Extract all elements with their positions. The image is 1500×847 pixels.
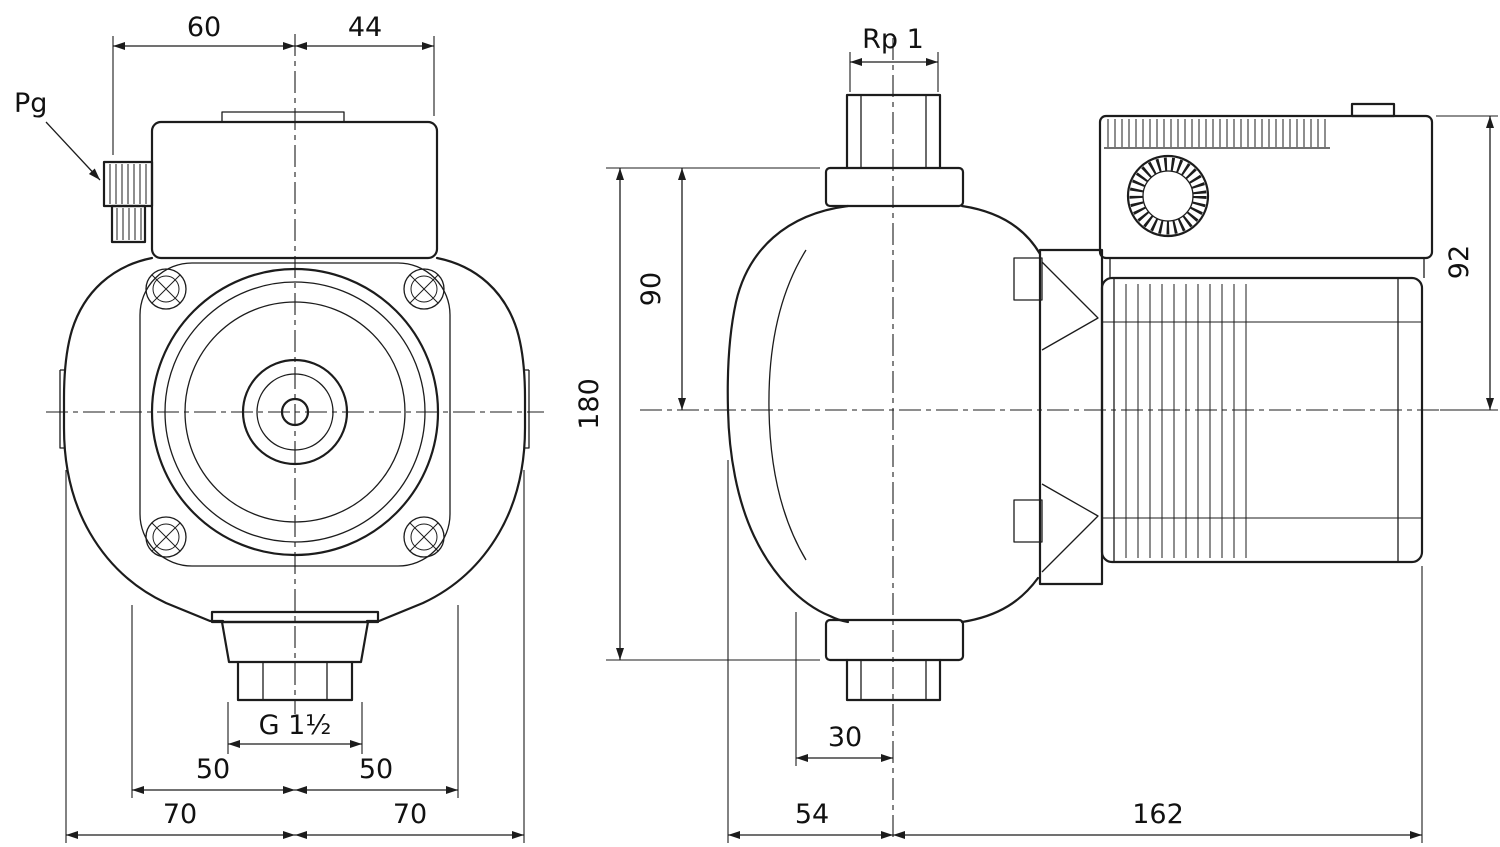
flange-bolt-bottom	[1013, 499, 1043, 543]
shaft-hub	[280, 397, 310, 427]
speed-knob-outer	[1126, 154, 1210, 238]
screw-top-left	[145, 268, 187, 310]
dim-44: 44	[295, 12, 435, 116]
dim-50-right: 50	[295, 605, 459, 798]
terminal-box-side	[1098, 102, 1434, 260]
terminal-box-lid-tab	[221, 111, 345, 123]
dim-70-left: 70	[65, 470, 295, 843]
dim-label-44: 44	[348, 12, 382, 43]
dim-rp1: Rp 1	[849, 24, 939, 92]
face-circle-4	[241, 358, 349, 466]
face-circle-2	[164, 281, 426, 543]
cable-gland	[102, 160, 154, 244]
screw-bottom-left	[145, 516, 187, 558]
dim-label-162: 162	[1132, 799, 1184, 830]
bottom-port-front	[210, 610, 380, 702]
dim-180: 180	[574, 168, 820, 661]
top-pipe	[845, 93, 942, 170]
dim-54: 54	[727, 460, 893, 843]
vent-ribs	[1107, 119, 1326, 147]
dim-label-90: 90	[636, 272, 667, 306]
body-outline-right	[365, 256, 527, 623]
casting-contour	[139, 262, 451, 567]
volute-inner-contour	[768, 249, 807, 561]
dim-label-70-left: 70	[163, 799, 197, 830]
motor-fins	[1125, 284, 1247, 558]
dim-162: 162	[893, 566, 1423, 843]
screw-bottom-right	[403, 516, 445, 558]
dim-label-50-right: 50	[359, 754, 393, 785]
side-centerlines	[640, 38, 1460, 842]
volute-outline-left	[726, 204, 850, 624]
motor-flange	[1013, 248, 1104, 586]
body-ear-right	[525, 369, 530, 449]
top-union-nut	[824, 166, 965, 208]
port-pipe	[236, 660, 354, 702]
gland-body	[110, 204, 147, 244]
volute-outline-bottom-right	[960, 576, 1040, 624]
dim-g1half: G 1½	[227, 702, 363, 754]
face-circle-5	[256, 373, 334, 451]
motor-outline	[1100, 276, 1424, 564]
bottom-port-side	[824, 618, 965, 702]
dim-30: 30	[795, 612, 893, 766]
dim-70-right: 70	[295, 470, 525, 843]
screw-top-right	[403, 268, 445, 310]
motor-box-connectors	[1109, 258, 1425, 278]
dim-label-60: 60	[187, 12, 221, 43]
front-view: 60 44 Pg G 1½ 50 50	[14, 12, 544, 843]
dim-label-180: 180	[574, 378, 605, 430]
body-ear-left	[59, 369, 64, 449]
flange-gusset-top	[1041, 261, 1099, 351]
flange-bolt-top	[1013, 257, 1043, 301]
dim-label-rp1: Rp 1	[862, 24, 924, 55]
port-union-nut	[220, 620, 370, 664]
bottom-union-nut	[824, 618, 965, 662]
box-top-tab	[1350, 102, 1396, 118]
dim-label-70-right: 70	[393, 799, 427, 830]
gland-knurl-lower	[116, 208, 142, 240]
face-circle-3	[184, 301, 406, 523]
side-view: Rp 1 90 180 92 30 54	[574, 24, 1498, 843]
pump-body-front	[59, 256, 530, 623]
motor-body	[1100, 258, 1425, 564]
face-circle-outer	[150, 267, 440, 557]
body-outline-left	[62, 256, 225, 623]
bottom-pipe	[845, 658, 942, 702]
top-pipe-bore	[860, 95, 927, 168]
dim-60: 60	[112, 12, 295, 155]
dim-label-g1half: G 1½	[259, 710, 332, 741]
housing-screws	[145, 268, 445, 558]
port-bore-lines	[262, 662, 328, 700]
bottom-pipe-bore	[860, 660, 927, 700]
dim-label-92: 92	[1444, 245, 1475, 279]
dim-label-50-left: 50	[196, 754, 230, 785]
label-pg-gland: Pg	[14, 88, 47, 119]
dim-90: 90	[606, 167, 820, 410]
speed-knob-knurl	[1129, 157, 1207, 235]
volute-outline-top-right	[960, 204, 1042, 256]
callout-pg: Pg	[14, 88, 101, 181]
top-port-side	[824, 93, 965, 208]
speed-knob-inner	[1142, 170, 1194, 222]
dim-50-left: 50	[131, 605, 295, 798]
gland-knurl-upper	[109, 164, 147, 204]
flange-plate	[1038, 248, 1104, 586]
motor-contour-lines	[1102, 321, 1422, 519]
volute-body	[726, 204, 1042, 624]
pump-face-circles	[150, 267, 440, 557]
terminal-box-side-outline	[1098, 114, 1434, 260]
dim-label-54: 54	[795, 799, 829, 830]
flange-gusset-bottom	[1041, 483, 1099, 573]
dim-92: 92	[1436, 115, 1498, 411]
dim-label-30: 30	[828, 722, 862, 753]
